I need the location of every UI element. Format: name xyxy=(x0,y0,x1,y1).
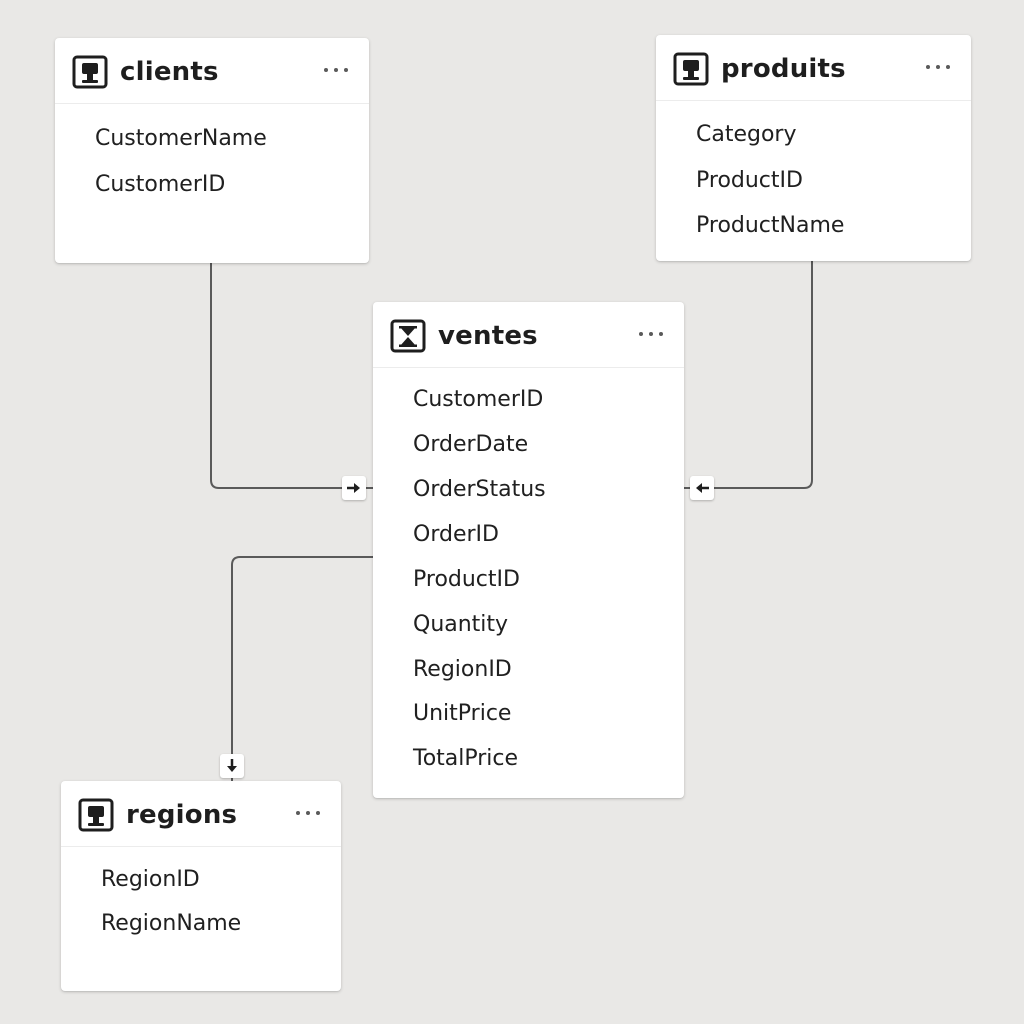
table-title: ventes xyxy=(438,321,538,351)
fact-table-icon xyxy=(390,319,426,353)
table-card-ventes[interactable]: ventes CustomerID OrderDate OrderStatus … xyxy=(373,302,684,798)
arrow-down-icon[interactable] xyxy=(220,754,244,778)
relationship-line-ventes-regions xyxy=(231,556,374,782)
arrow-left-icon[interactable] xyxy=(690,476,714,500)
table-title: produits xyxy=(721,54,846,84)
table-card-produits[interactable]: produits Category ProductID ProductName xyxy=(656,35,971,261)
table-card-regions[interactable]: regions RegionID RegionName xyxy=(61,781,341,991)
more-options-icon[interactable] xyxy=(293,802,323,824)
field-item[interactable]: CustomerName xyxy=(95,126,267,151)
field-item[interactable]: TotalPrice xyxy=(413,746,519,771)
field-item[interactable]: Quantity xyxy=(413,612,509,637)
table-title: regions xyxy=(126,800,238,830)
field-item[interactable]: RegionName xyxy=(101,911,242,936)
field-item[interactable]: OrderID xyxy=(413,522,499,547)
field-item[interactable]: UnitPrice xyxy=(413,701,512,726)
table-header[interactable]: clients xyxy=(55,38,369,104)
field-item[interactable]: OrderStatus xyxy=(413,477,546,502)
field-item[interactable]: CustomerID xyxy=(413,387,544,412)
more-options-icon[interactable] xyxy=(923,56,953,78)
table-card-clients[interactable]: clients CustomerName CustomerID xyxy=(55,38,369,263)
field-item[interactable]: CustomerID xyxy=(95,172,226,197)
field-item[interactable]: ProductName xyxy=(696,213,845,238)
relationship-line-produits-ventes xyxy=(684,260,813,489)
field-item[interactable]: Category xyxy=(696,122,797,147)
table-icon xyxy=(78,798,114,832)
table-title: clients xyxy=(120,57,219,87)
field-item[interactable]: ProductID xyxy=(413,567,520,592)
more-options-icon[interactable] xyxy=(636,323,666,345)
field-item[interactable]: OrderDate xyxy=(413,432,529,457)
field-item[interactable]: RegionID xyxy=(413,657,512,682)
more-options-icon[interactable] xyxy=(321,59,351,81)
arrow-right-icon[interactable] xyxy=(342,476,366,500)
relationship-line-clients-ventes xyxy=(210,262,374,489)
table-header[interactable]: produits xyxy=(656,35,971,101)
table-icon xyxy=(673,52,709,86)
field-item[interactable]: RegionID xyxy=(101,867,200,892)
table-header[interactable]: ventes xyxy=(373,302,684,368)
table-header[interactable]: regions xyxy=(61,781,341,847)
field-item[interactable]: ProductID xyxy=(696,168,803,193)
table-icon xyxy=(72,55,108,89)
